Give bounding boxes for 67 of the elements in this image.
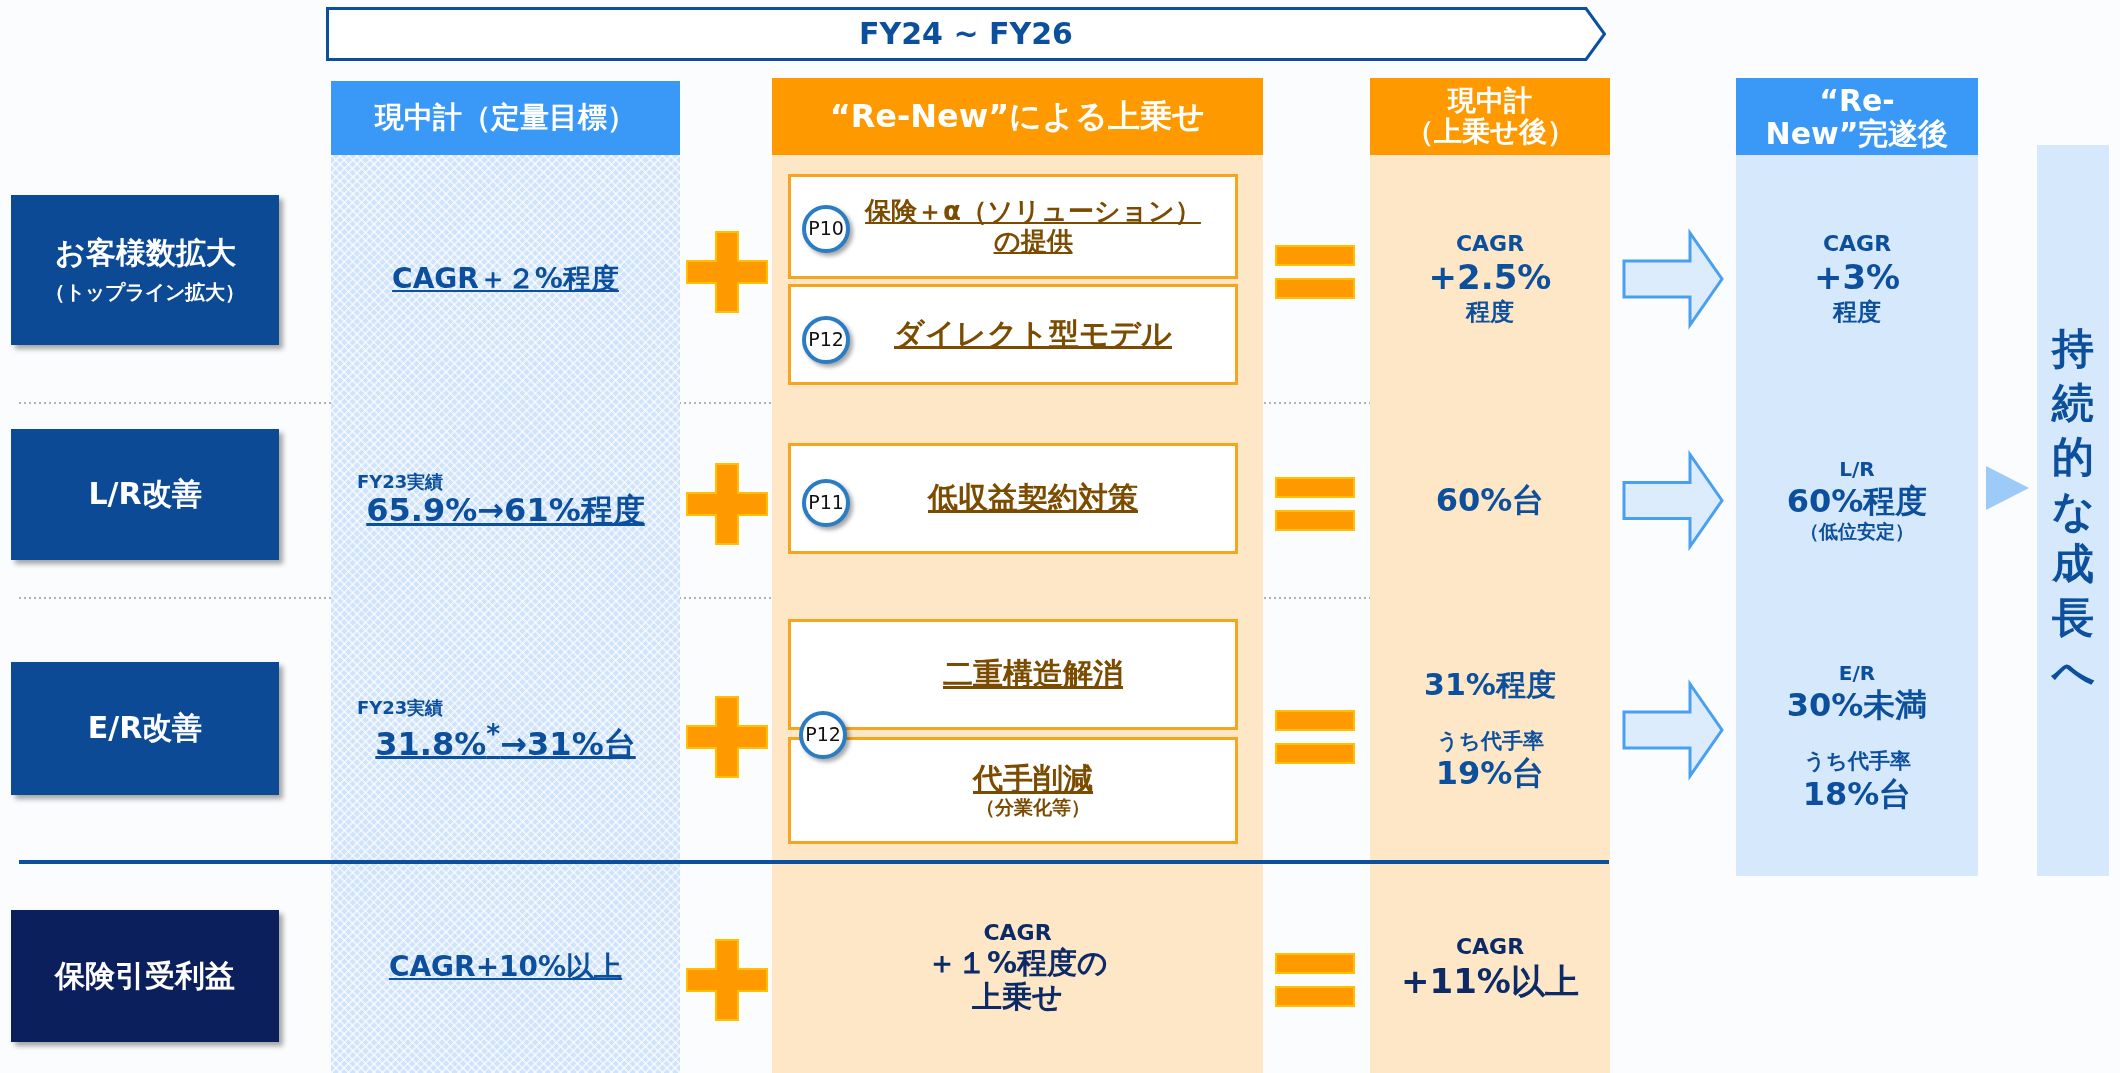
measure-box xyxy=(788,284,1238,385)
value-text: CAGR+10%以上 xyxy=(388,951,623,984)
value-text: 18%台 xyxy=(1802,775,1912,813)
metric-label: L/R xyxy=(1839,457,1875,481)
note-text: FY23実績 xyxy=(357,697,444,719)
column-band xyxy=(1370,78,1610,1073)
metric-label: CAGR xyxy=(1455,231,1525,257)
goal-text: 持続的な成長へ xyxy=(2050,323,2096,698)
value-text: 65.9%→61%程度 xyxy=(366,492,645,530)
arrow xyxy=(1622,679,1724,781)
value-text: 60%台 xyxy=(1435,482,1545,519)
row-title: お客様数拡大 xyxy=(54,236,236,271)
page-badge xyxy=(802,316,850,364)
measure-text: 低収益契約対策 xyxy=(928,481,1138,516)
column-band xyxy=(772,78,1263,1073)
column-header: “Re-New”による上乗せ xyxy=(772,78,1263,155)
row-header-box xyxy=(11,910,279,1042)
period-label: FY24 ~ FY26 xyxy=(859,16,1073,52)
value-text: 31.8%$^{*}$→31%台 xyxy=(375,718,636,763)
page-number: P12 xyxy=(805,724,841,746)
measure-box xyxy=(788,174,1238,279)
value-text: 31%程度 xyxy=(1424,668,1556,703)
row-header-box xyxy=(11,662,279,795)
page-number: P12 xyxy=(808,329,844,351)
measure-text: 保険＋α（ソリューション）の提供 xyxy=(863,196,1202,257)
metric-label: 程度 xyxy=(1833,299,1881,327)
value-text: +11%以上 xyxy=(1401,961,1579,1001)
metric-label: E/R xyxy=(1838,661,1876,685)
row-title: 保険引受利益 xyxy=(55,958,235,994)
measure-text: 二重構造解消 xyxy=(943,657,1123,692)
column-band xyxy=(1736,78,1978,876)
metric-label: うち代手率 xyxy=(1803,749,1911,774)
column-header: “Re-New”完遂後 xyxy=(1736,78,1978,155)
arrow xyxy=(1622,449,1724,552)
row-subtitle: （トップライン拡大） xyxy=(45,280,245,304)
value-text: 60%程度 xyxy=(1786,482,1928,520)
measure-note: （分業化等） xyxy=(976,796,1090,819)
goal-band xyxy=(2037,145,2109,876)
page-badge xyxy=(802,479,850,527)
value-text: 19%台 xyxy=(1435,754,1545,792)
column-band xyxy=(331,81,680,1073)
value-text: +2.5% xyxy=(1428,258,1552,298)
metric-label: CAGR xyxy=(1822,231,1892,257)
row-title: L/R改善 xyxy=(88,477,202,512)
metric-label: うち代手率 xyxy=(1436,728,1544,753)
value-text: ＋１%程度の上乗せ xyxy=(925,945,1110,1015)
arrow xyxy=(1622,228,1724,330)
row-header-box xyxy=(11,195,279,345)
column-header: 現中計（上乗せ後） xyxy=(1370,78,1610,155)
metric-label: CAGR xyxy=(1455,934,1525,960)
row-header-box xyxy=(11,429,279,560)
measure-box xyxy=(788,443,1238,554)
row-title: E/R改善 xyxy=(87,711,203,746)
arrow xyxy=(1986,466,2029,510)
measure-text: 代手削減 xyxy=(973,762,1093,797)
page-badge xyxy=(802,205,850,253)
metric-label: CAGR xyxy=(983,920,1052,946)
page-number: P10 xyxy=(808,218,844,240)
measure-text: ダイレクト型モデル xyxy=(894,317,1172,352)
metric-label: 程度 xyxy=(1466,299,1514,327)
metric-label: （低位安定） xyxy=(1800,521,1914,544)
note-text: FY23実績 xyxy=(357,471,444,493)
value-text: +3% xyxy=(1813,258,1901,298)
value-text: 30%未満 xyxy=(1786,686,1928,724)
value-text: CAGR＋２%程度 xyxy=(392,262,619,296)
page-number: P11 xyxy=(808,492,844,514)
column-header: 現中計（定量目標） xyxy=(331,81,680,155)
